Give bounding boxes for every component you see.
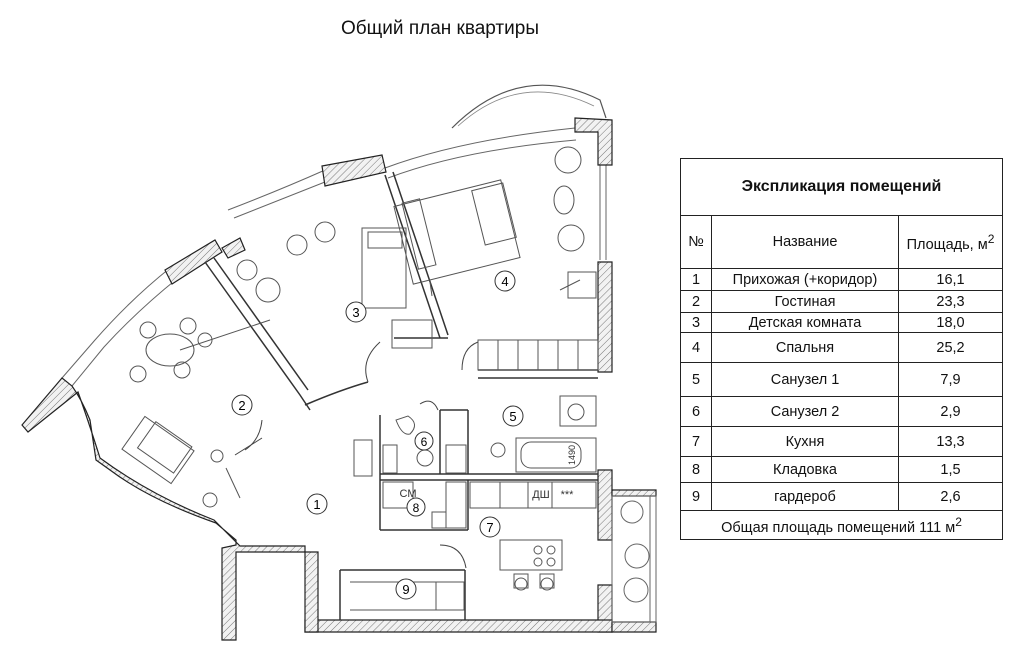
row-no: 7 xyxy=(680,426,712,457)
room-label-2: 2 xyxy=(231,394,253,416)
row-name: Детская комната xyxy=(711,312,899,333)
row-area: 25,2 xyxy=(898,332,1003,363)
room-label-4: 4 xyxy=(494,270,516,292)
row-area: 18,0 xyxy=(898,312,1003,333)
interior-walls xyxy=(204,171,598,620)
row-name: гардероб xyxy=(711,482,899,511)
row-no: 4 xyxy=(680,332,712,363)
header-name: Название xyxy=(711,215,899,269)
row-no: 8 xyxy=(680,456,712,483)
bedroom-furniture xyxy=(393,146,597,299)
svg-text:6: 6 xyxy=(421,435,428,449)
row-area: 16,1 xyxy=(898,268,1003,291)
svg-text:5: 5 xyxy=(509,409,516,424)
row-area: 23,3 xyxy=(898,290,1003,313)
row-name: Санузел 2 xyxy=(711,396,899,427)
header-area: Площадь, м2 xyxy=(898,215,1003,269)
bath2-fixtures xyxy=(382,415,467,474)
floor-plan: 1 2 3 4 5 6 7 8 9 СМ ДШ *** 1490 xyxy=(21,84,657,641)
dishwasher-label: ДШ xyxy=(532,489,550,501)
row-no: 5 xyxy=(680,362,712,397)
row-no: 2 xyxy=(680,290,712,313)
row-name: Гостиная xyxy=(711,290,899,313)
washer-label: СМ xyxy=(400,488,417,500)
svg-text:1: 1 xyxy=(313,497,320,512)
row-name: Санузел 1 xyxy=(711,362,899,397)
room-label-1: 1 xyxy=(306,493,328,515)
svg-text:9: 9 xyxy=(402,582,409,597)
row-area: 2,9 xyxy=(898,396,1003,427)
hob-label: *** xyxy=(561,489,575,501)
rooms-explication-table: Экспликация помещений № Название Площадь… xyxy=(680,158,1003,540)
outer-walls xyxy=(21,117,657,641)
kitchen-balcony xyxy=(611,495,657,623)
room-labels: 1 2 3 4 5 6 7 8 9 xyxy=(231,270,524,600)
row-no: 3 xyxy=(680,312,712,333)
row-name: Прихожая (+коридор) xyxy=(711,268,899,291)
row-name: Спальня xyxy=(711,332,899,363)
room-label-5: 5 xyxy=(502,405,524,427)
room-label-6: 6 xyxy=(414,431,434,451)
svg-text:7: 7 xyxy=(486,520,493,535)
room-label-3: 3 xyxy=(345,301,367,323)
room-label-8: 8 xyxy=(406,497,426,517)
row-name: Кладовка xyxy=(711,456,899,483)
table-caption: Экспликация помещений xyxy=(680,158,1003,216)
hall-cabinet xyxy=(353,339,599,477)
living-furniture xyxy=(121,317,271,508)
row-area: 2,6 xyxy=(898,482,1003,511)
svg-text:4: 4 xyxy=(501,274,508,289)
row-no: 6 xyxy=(680,396,712,427)
row-area: 13,3 xyxy=(898,426,1003,457)
row-no: 1 xyxy=(680,268,712,291)
kids-furniture xyxy=(236,221,433,349)
row-name: Кухня xyxy=(711,426,899,457)
page-title: Общий план квартиры xyxy=(341,18,539,39)
balcony-arc xyxy=(451,84,607,129)
header-no: № xyxy=(680,215,712,269)
fixture-labels: СМ ДШ *** 1490 xyxy=(400,445,577,501)
kitchen-fixtures xyxy=(469,481,597,591)
row-area: 1,5 xyxy=(898,456,1003,483)
room-label-9: 9 xyxy=(395,578,417,600)
table-total: Общая площадь помещений 111 м2 xyxy=(680,510,1003,540)
svg-text:2: 2 xyxy=(238,398,245,413)
room-label-7: 7 xyxy=(479,516,501,538)
bath1-fixtures xyxy=(490,395,597,473)
row-area: 7,9 xyxy=(898,362,1003,397)
svg-text:8: 8 xyxy=(413,501,420,515)
bathtub-size-label: 1490 xyxy=(567,445,577,465)
svg-text:3: 3 xyxy=(352,305,359,320)
doors xyxy=(234,341,479,569)
row-no: 9 xyxy=(680,482,712,511)
